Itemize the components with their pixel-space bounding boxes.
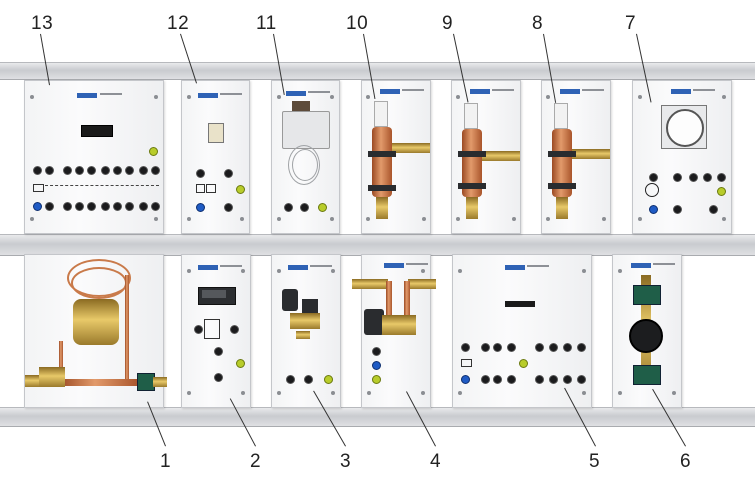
valve-head	[554, 103, 568, 129]
motor-symbol	[645, 183, 659, 197]
panel-9	[451, 80, 521, 234]
fitting	[296, 331, 310, 339]
callout-12: 12	[167, 13, 190, 34]
valve-body	[382, 315, 416, 335]
panel-7	[632, 80, 732, 234]
callout-3: 3	[340, 451, 352, 472]
panel-11	[271, 80, 340, 234]
callout-2: 2	[250, 451, 262, 472]
panel-6	[612, 254, 682, 408]
controller-display	[202, 290, 226, 298]
valve-body	[462, 129, 482, 197]
fitting	[556, 197, 568, 219]
panel-2	[181, 254, 251, 408]
fitting	[352, 279, 388, 289]
pressure-switch-knob	[292, 101, 310, 111]
fitting	[376, 197, 388, 219]
callout-7: 7	[625, 13, 637, 34]
middle-rail	[0, 234, 755, 256]
expansion-valve	[73, 299, 119, 345]
sight-glass-knob	[629, 319, 663, 353]
callout-11: 11	[256, 13, 277, 34]
sensor-bulb	[39, 367, 65, 387]
panel-8	[541, 80, 611, 234]
fitting	[572, 149, 610, 159]
fitting	[153, 377, 167, 387]
filter-drier	[633, 285, 661, 305]
valve-body	[552, 129, 572, 197]
solenoid-coil	[364, 309, 384, 335]
fitting	[392, 143, 430, 153]
timer-dial	[666, 109, 704, 147]
fitting	[482, 151, 520, 161]
capillary-coil	[71, 267, 127, 299]
fitting	[408, 279, 436, 289]
callout-8: 8	[532, 13, 544, 34]
panel-1	[24, 254, 167, 408]
top-rail	[0, 62, 755, 80]
capillary-coil	[288, 145, 320, 185]
callout-13: 13	[31, 13, 54, 34]
panel-4	[352, 254, 436, 408]
valve-head	[464, 103, 478, 129]
bottom-rail	[0, 407, 755, 427]
solenoid-valve	[290, 313, 320, 329]
callout-1: 1	[160, 451, 172, 472]
filter-drier	[633, 365, 661, 385]
valve-head	[374, 101, 388, 127]
valve-body	[372, 127, 392, 197]
fitting	[466, 197, 478, 219]
callout-10: 10	[346, 13, 369, 34]
callout-9: 9	[442, 13, 454, 34]
panel-3	[271, 254, 341, 408]
relay-module	[208, 123, 224, 143]
panel-10	[361, 80, 431, 234]
callout-5: 5	[589, 451, 601, 472]
panel-13	[24, 80, 164, 234]
callout-4: 4	[430, 451, 442, 472]
relay-module	[505, 301, 535, 307]
relay-module	[81, 125, 113, 137]
solenoid-coil	[282, 289, 298, 311]
callout-6: 6	[680, 451, 692, 472]
panel-12	[181, 80, 250, 234]
panel-5	[452, 254, 592, 408]
pressure-switch	[282, 111, 330, 149]
capillary-coil	[292, 149, 318, 181]
